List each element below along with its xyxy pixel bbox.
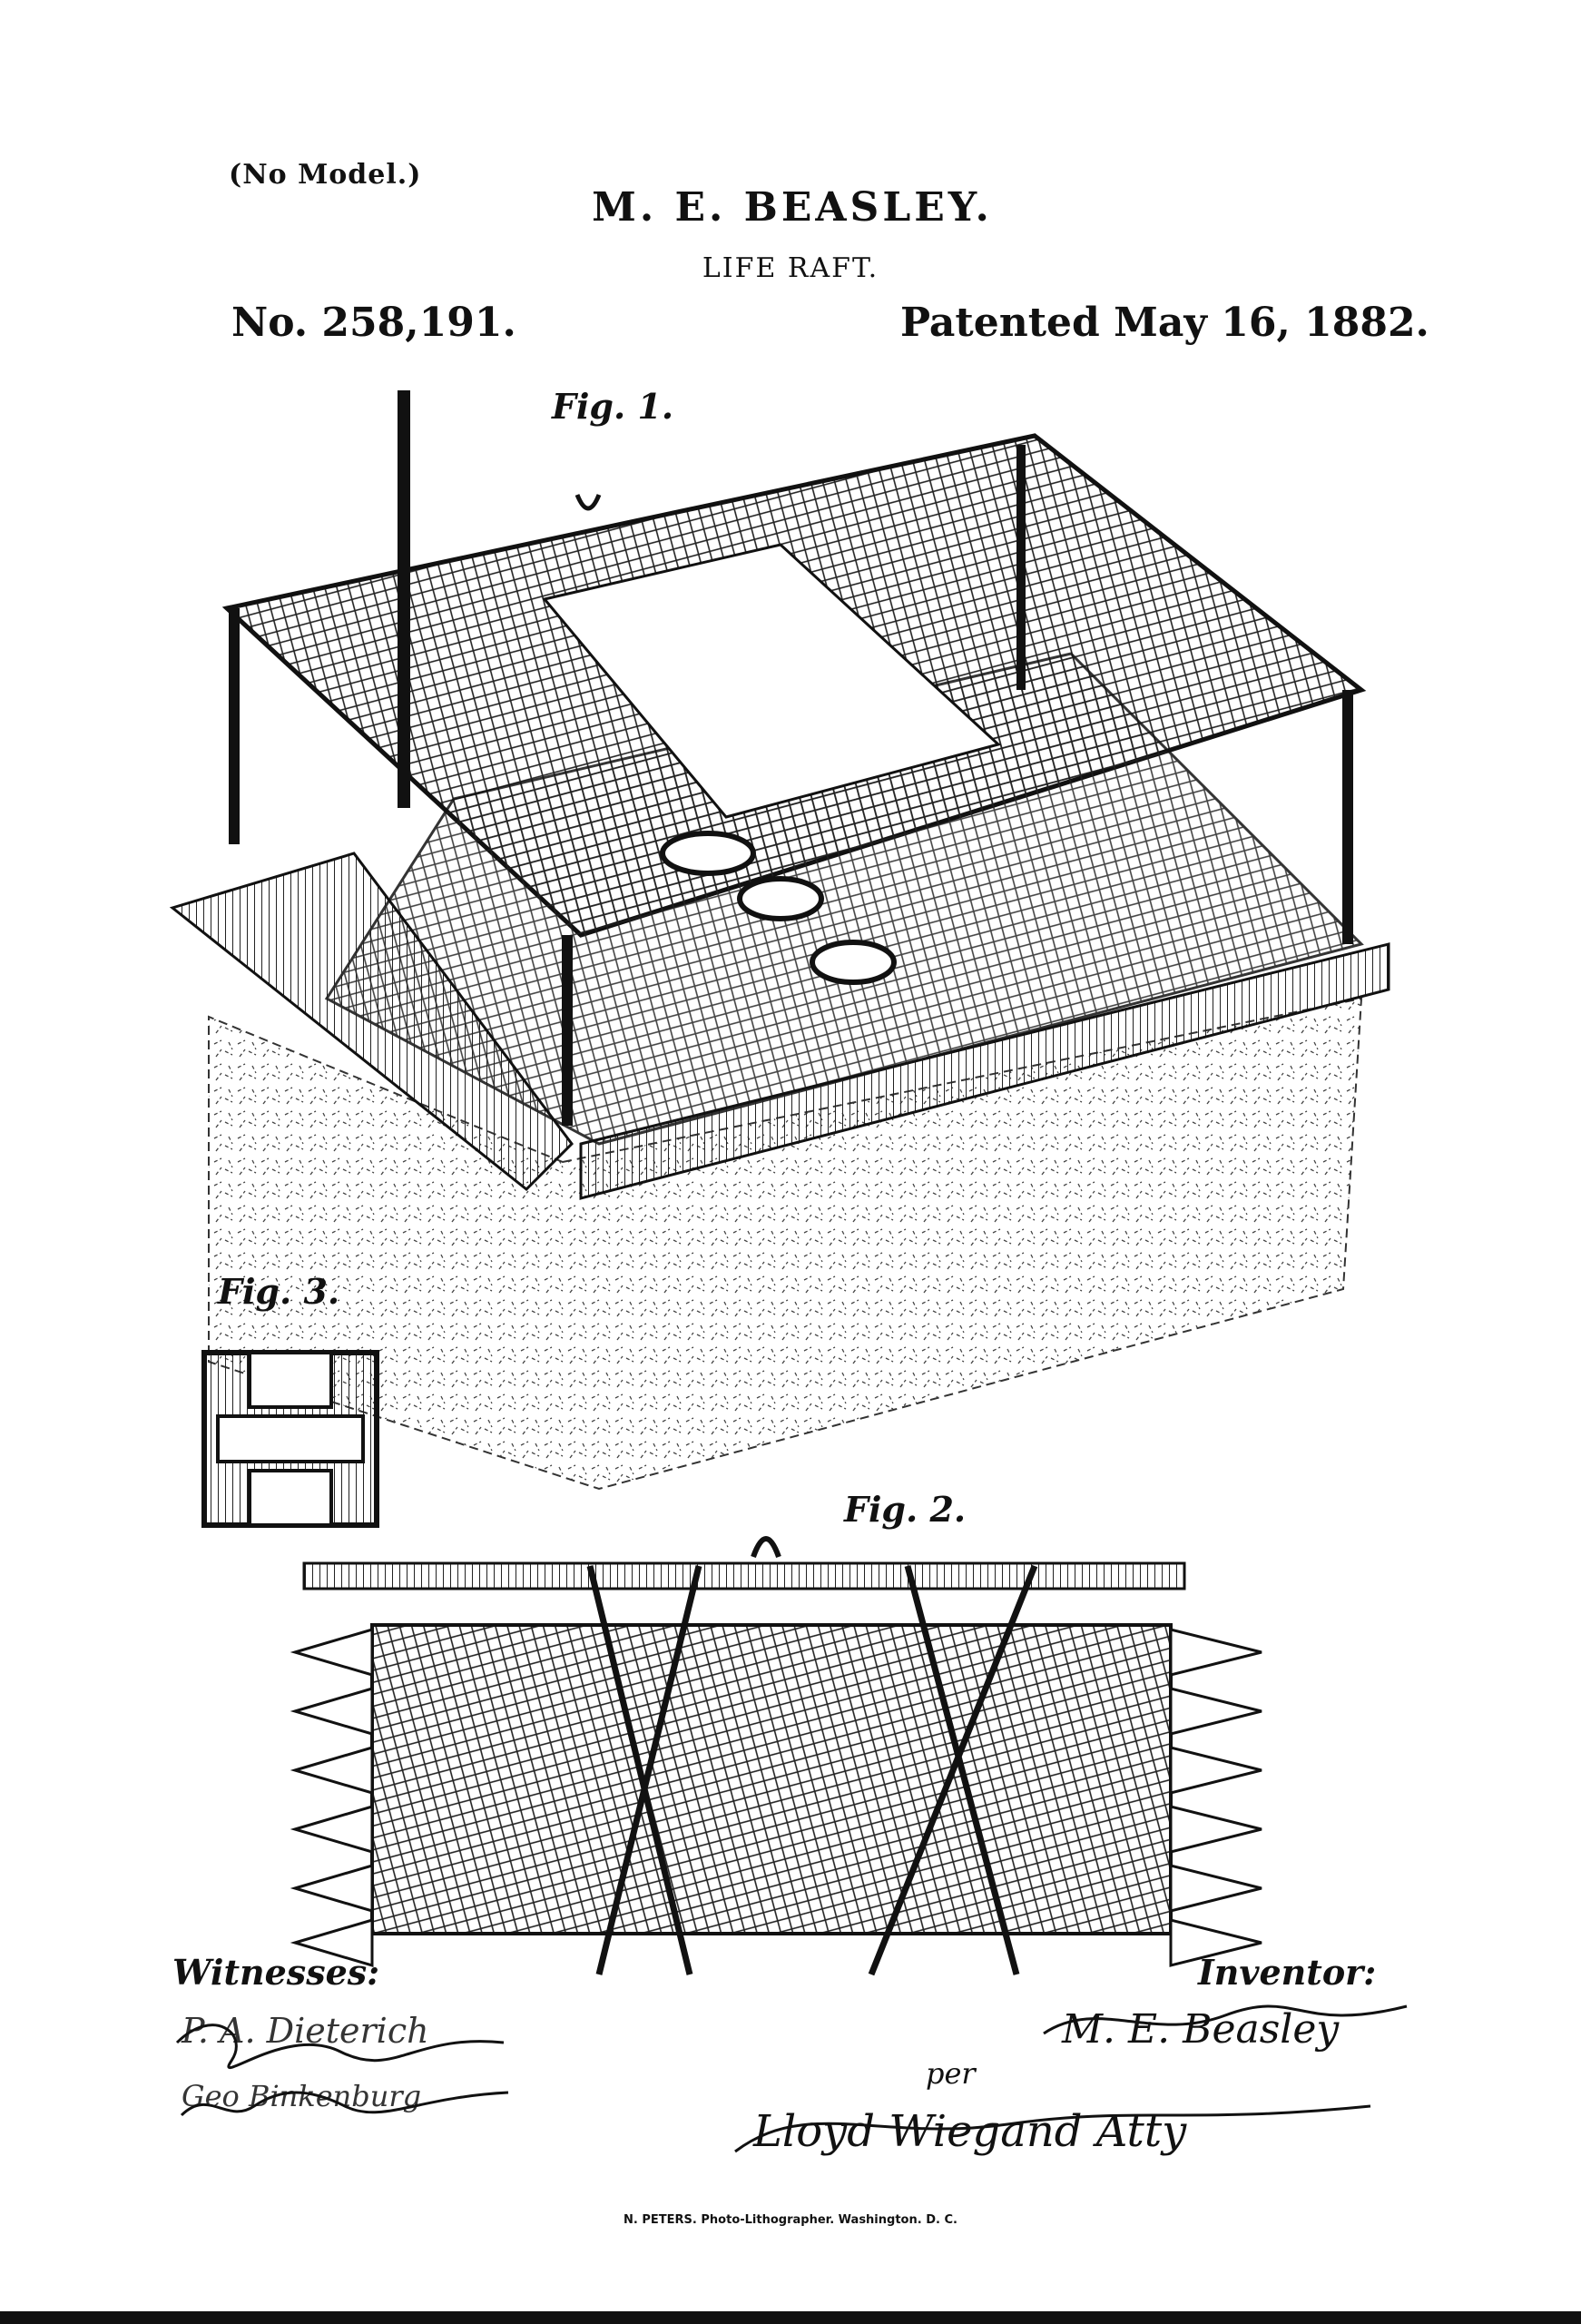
figure-3-drawing bbox=[201, 1350, 379, 1528]
attorney-signature: Lloyd Wiegand Atty bbox=[753, 2106, 1187, 2157]
signature-strokes bbox=[175, 2004, 1408, 2153]
witness-2-signature: Geo Binkenburg bbox=[182, 2079, 422, 2113]
witness-1-signature: P. A. Dieterich bbox=[182, 2011, 429, 2051]
figure-2-drawing bbox=[290, 1536, 1262, 1976]
lithographer-credit: N. PETERS. Photo-Lithographer. Washingto… bbox=[624, 2213, 957, 2227]
figure-1-drawing bbox=[169, 390, 1390, 1491]
witnesses-label: Witnesses: bbox=[172, 1952, 380, 1993]
figure-3-label: Fig. 3. bbox=[218, 1271, 340, 1312]
inventor-signature: M. E. Beasley bbox=[1062, 2006, 1340, 2053]
patent-date: Patented May 16, 1882. bbox=[900, 300, 1429, 346]
inventor-name-heading: M. E. BEASLEY. bbox=[592, 184, 993, 231]
bottom-border bbox=[0, 2311, 1581, 2324]
patent-number: No. 258,191. bbox=[231, 300, 516, 346]
figure-2-label: Fig. 2. bbox=[844, 1489, 967, 1530]
invention-title: LIFE RAFT. bbox=[702, 252, 879, 284]
no-model-note: (No Model.) bbox=[229, 159, 422, 191]
per-text: per bbox=[926, 2056, 976, 2091]
inventor-label: Inventor: bbox=[1198, 1952, 1377, 1993]
figure-1-label: Fig. 1. bbox=[552, 386, 674, 427]
